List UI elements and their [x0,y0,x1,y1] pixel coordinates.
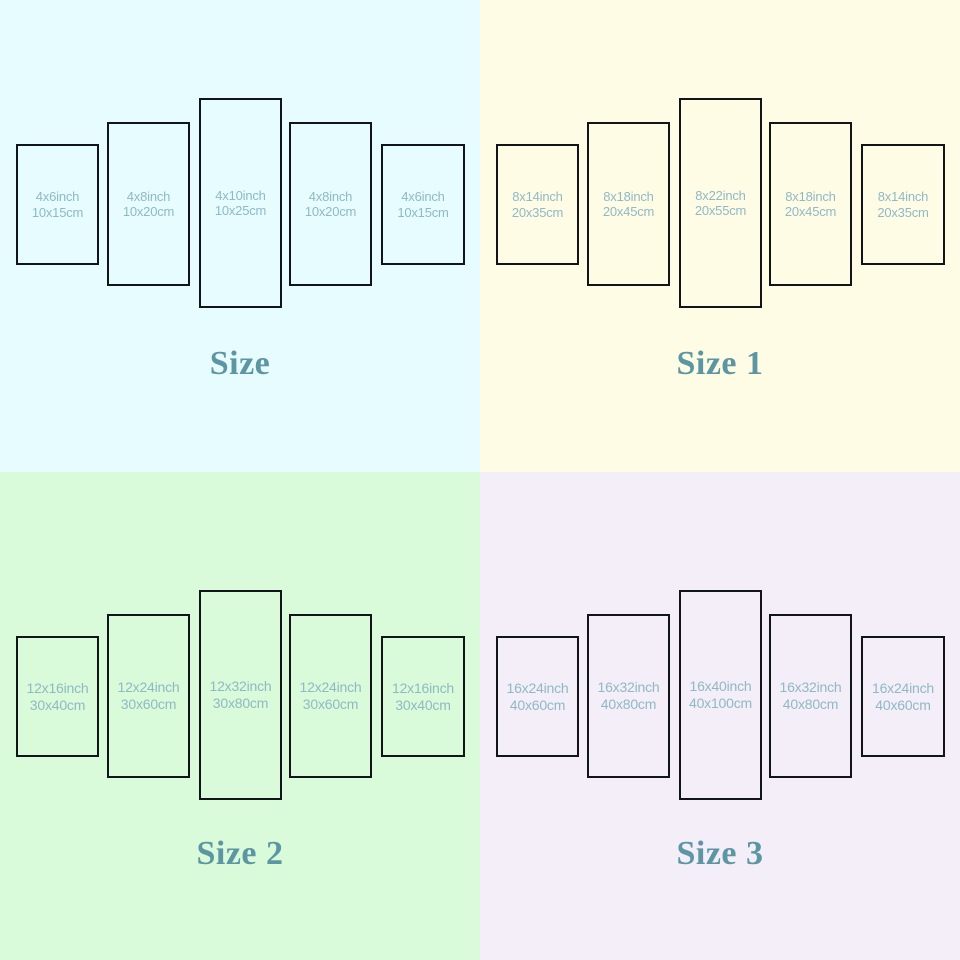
canvas-panel-3[interactable]: 12x32inch 30x80cm [199,590,282,800]
panel-label: 12x32inch 30x80cm [209,678,271,711]
panel-label-inch: 4x8inch [126,188,171,204]
canvas-panel-4[interactable]: 12x24inch 30x60cm [289,614,372,778]
panel-label: 12x16inch 30x40cm [392,680,454,713]
canvas-panel-5[interactable]: 8x14inch 20x35cm [861,144,945,265]
panel-label: 4x8inch 10x20cm [122,188,175,220]
canvas-panel-3[interactable]: 4x10inch 10x25cm [199,98,282,308]
panel-label: 4x6inch 10x15cm [31,189,84,220]
panel-label-cm: 40x60cm [875,696,931,713]
panel-label-cm: 20x55cm [694,203,747,218]
panel-label-inch: 16x24inch [871,679,935,696]
canvas-panel-1[interactable]: 8x14inch 20x35cm [496,144,579,265]
canvas-panel-2[interactable]: 4x8inch 10x20cm [107,122,190,286]
panel-label: 16x24inch 40x60cm [872,680,934,713]
canvas-panel-1[interactable]: 4x6inch 10x15cm [16,144,99,265]
canvas-panel-2[interactable]: 12x24inch 30x60cm [107,614,190,778]
panel-label-cm: 20x45cm [602,204,655,219]
panel-label-inch: 12x32inch [209,678,272,695]
panel-label-cm: 30x80cm [212,695,269,711]
panel-label-inch: 4x6inch [35,189,80,205]
canvas-panel-4[interactable]: 8x18inch 20x45cm [769,122,852,286]
canvas-panel-2[interactable]: 16x32inch 40x80cm [587,614,670,778]
canvas-panel-3[interactable]: 16x40inch 40x100cm [679,590,762,800]
panel-group: 4x6inch 10x15cm 4x8inch 10x20cm 4x10inch… [0,0,480,340]
canvas-panel-2[interactable]: 8x18inch 20x45cm [587,122,670,286]
panel-label-inch: 8x18inch [785,188,836,204]
panel-label-cm: 20x35cm [511,204,564,220]
panel-label-cm: 30x60cm [302,696,359,712]
panel-label: 8x14inch 20x35cm [877,189,929,220]
canvas-panel-1[interactable]: 16x24inch 40x60cm [496,636,579,757]
panel-label-cm: 20x45cm [784,204,837,219]
panel-label-inch: 12x24inch [299,679,362,696]
panel-label-inch: 16x24inch [506,679,569,696]
panel-label-inch: 12x24inch [117,679,180,696]
panel-label: 16x40inch 40x100cm [689,678,752,711]
panel-group: 8x14inch 20x35cm 8x18inch 20x45cm 8x22in… [480,0,960,340]
panel-label: 8x14inch 20x35cm [511,189,564,220]
panel-label-cm: 10x15cm [397,204,449,220]
canvas-panel-5[interactable]: 16x24inch 40x60cm [861,636,945,757]
canvas-panel-4[interactable]: 16x32inch 40x80cm [769,614,852,778]
panel-label-cm: 40x60cm [509,696,566,713]
panel-label-cm: 10x20cm [304,204,357,219]
canvas-panel-1[interactable]: 12x16inch 30x40cm [16,636,99,757]
size-group-size-1: 8x14inch 20x35cm 8x18inch 20x45cm 8x22in… [480,0,960,472]
panel-label-cm: 40x80cm [600,696,657,712]
panel-label-inch: 16x32inch [779,679,842,696]
panel-label-cm: 30x40cm [395,696,451,713]
panel-label: 16x32inch 40x80cm [779,679,841,712]
panel-label-inch: 16x40inch [689,678,752,695]
panel-label-cm: 10x20cm [122,204,175,219]
canvas-panel-5[interactable]: 12x16inch 30x40cm [381,636,465,757]
size-group-size-3: 16x24inch 40x60cm 16x32inch 40x80cm 16x4… [480,472,960,960]
size-group-size: 4x6inch 10x15cm 4x8inch 10x20cm 4x10inch… [0,0,480,472]
panel-label: 4x6inch 10x15cm [397,189,449,220]
panel-label-inch: 4x6inch [401,189,445,205]
canvas-panel-4[interactable]: 4x8inch 10x20cm [289,122,372,286]
group-title: Size 2 [196,835,284,872]
group-title: Size 1 [676,345,764,382]
panel-label: 12x24inch 30x60cm [117,679,179,712]
panel-label-inch: 4x8inch [308,188,353,204]
panel-label-cm: 20x35cm [877,204,929,220]
panel-label-inch: 12x16inch [26,679,89,696]
panel-label-cm: 30x60cm [120,696,177,712]
panel-label-cm: 10x25cm [214,203,267,218]
panel-label-cm: 40x100cm [689,695,752,711]
panel-label-inch: 8x14inch [877,189,929,205]
canvas-panel-5[interactable]: 4x6inch 10x15cm [381,144,465,265]
panel-group: 12x16inch 30x40cm 12x24inch 30x60cm 12x3… [0,492,480,832]
panel-label-inch: 8x18inch [603,188,654,204]
panel-label-inch: 8x14inch [512,189,563,205]
panel-label: 12x16inch 30x40cm [26,680,88,713]
panel-label-inch: 8x22inch [695,187,746,203]
panel-label: 16x32inch 40x80cm [597,679,659,712]
size-group-size-2: 12x16inch 30x40cm 12x24inch 30x60cm 12x3… [0,472,480,960]
panel-label-inch: 4x10inch [215,187,266,203]
panel-label-cm: 10x15cm [31,204,84,220]
panel-label: 12x24inch 30x60cm [299,679,361,712]
panel-label: 4x8inch 10x20cm [304,188,357,220]
group-title: Size [209,345,271,382]
panel-label: 16x24inch 40x60cm [506,680,568,713]
panel-label: 8x22inch 20x55cm [694,187,747,219]
group-title: Size 3 [676,835,764,872]
panel-group: 16x24inch 40x60cm 16x32inch 40x80cm 16x4… [480,492,960,832]
panel-label-cm: 30x40cm [29,696,86,713]
panel-label: 4x10inch 10x25cm [214,187,267,219]
panel-label-inch: 16x32inch [597,679,660,696]
panel-label-inch: 12x16inch [391,679,455,696]
canvas-panel-3[interactable]: 8x22inch 20x55cm [679,98,762,308]
panel-label-cm: 40x80cm [782,696,839,712]
panel-label: 8x18inch 20x45cm [784,188,837,220]
panel-label: 8x18inch 20x45cm [602,188,655,220]
